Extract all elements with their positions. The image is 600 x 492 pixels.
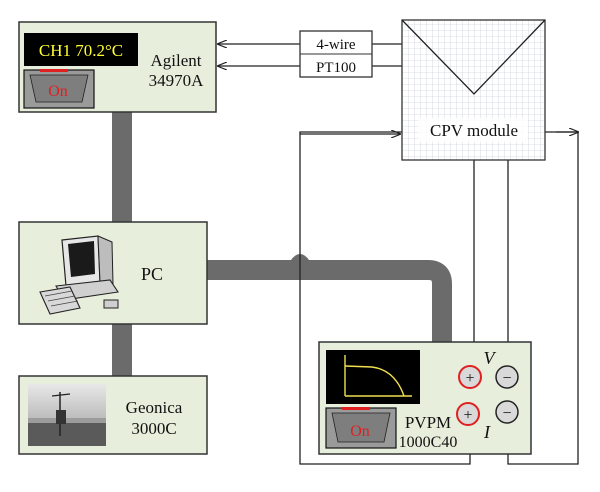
pt100-line1: 4-wire bbox=[316, 37, 355, 53]
pvpm-on-button-face[interactable] bbox=[331, 412, 391, 443]
geonica-line1: Geonica bbox=[126, 398, 183, 417]
pvpm-name-line1: PVPM bbox=[405, 413, 451, 432]
data-cables bbox=[112, 112, 452, 376]
agilent-display bbox=[24, 33, 138, 66]
svg-text:−: − bbox=[502, 405, 511, 422]
iv-curve-plot bbox=[344, 355, 412, 397]
svg-text:+: + bbox=[465, 370, 474, 387]
pt100-line2: PT100 bbox=[316, 60, 356, 76]
svg-text:+: + bbox=[463, 407, 472, 424]
pvpm-name-line2: 1000C40 bbox=[399, 434, 458, 451]
pvpm-button-red-tab bbox=[342, 407, 370, 410]
agilent-button-red-tab bbox=[40, 69, 68, 72]
agilent-on-button-face[interactable] bbox=[29, 74, 89, 103]
current-plus-terminal[interactable]: + bbox=[456, 402, 480, 426]
cpv-label-bg bbox=[418, 118, 528, 142]
voltage-minus-terminal[interactable]: − bbox=[495, 365, 519, 389]
current-symbol: I bbox=[483, 422, 491, 442]
computer-icon bbox=[39, 235, 119, 315]
agilent-display-text: CH1 70.2°C bbox=[39, 41, 123, 60]
geonica-line2: 3000C bbox=[131, 419, 176, 438]
svg-text:−: − bbox=[502, 370, 511, 387]
pc-label: PC bbox=[141, 264, 163, 284]
cpv-module-label: CPV module bbox=[430, 121, 518, 140]
agilent-name-line2: 34970A bbox=[149, 71, 205, 90]
cable-pc-pvpm bbox=[207, 260, 452, 342]
weather-station-photo bbox=[28, 384, 106, 446]
voltage-plus-terminal[interactable]: + bbox=[458, 365, 482, 389]
agilent-name-line1: Agilent bbox=[151, 51, 202, 70]
voltage-symbol: V bbox=[484, 348, 497, 368]
pvpm-on-button-label: On bbox=[350, 423, 370, 440]
agilent-on-button-label: On bbox=[48, 83, 68, 100]
current-minus-terminal[interactable]: − bbox=[495, 400, 519, 424]
cpv-lens-shape bbox=[401, 19, 546, 95]
